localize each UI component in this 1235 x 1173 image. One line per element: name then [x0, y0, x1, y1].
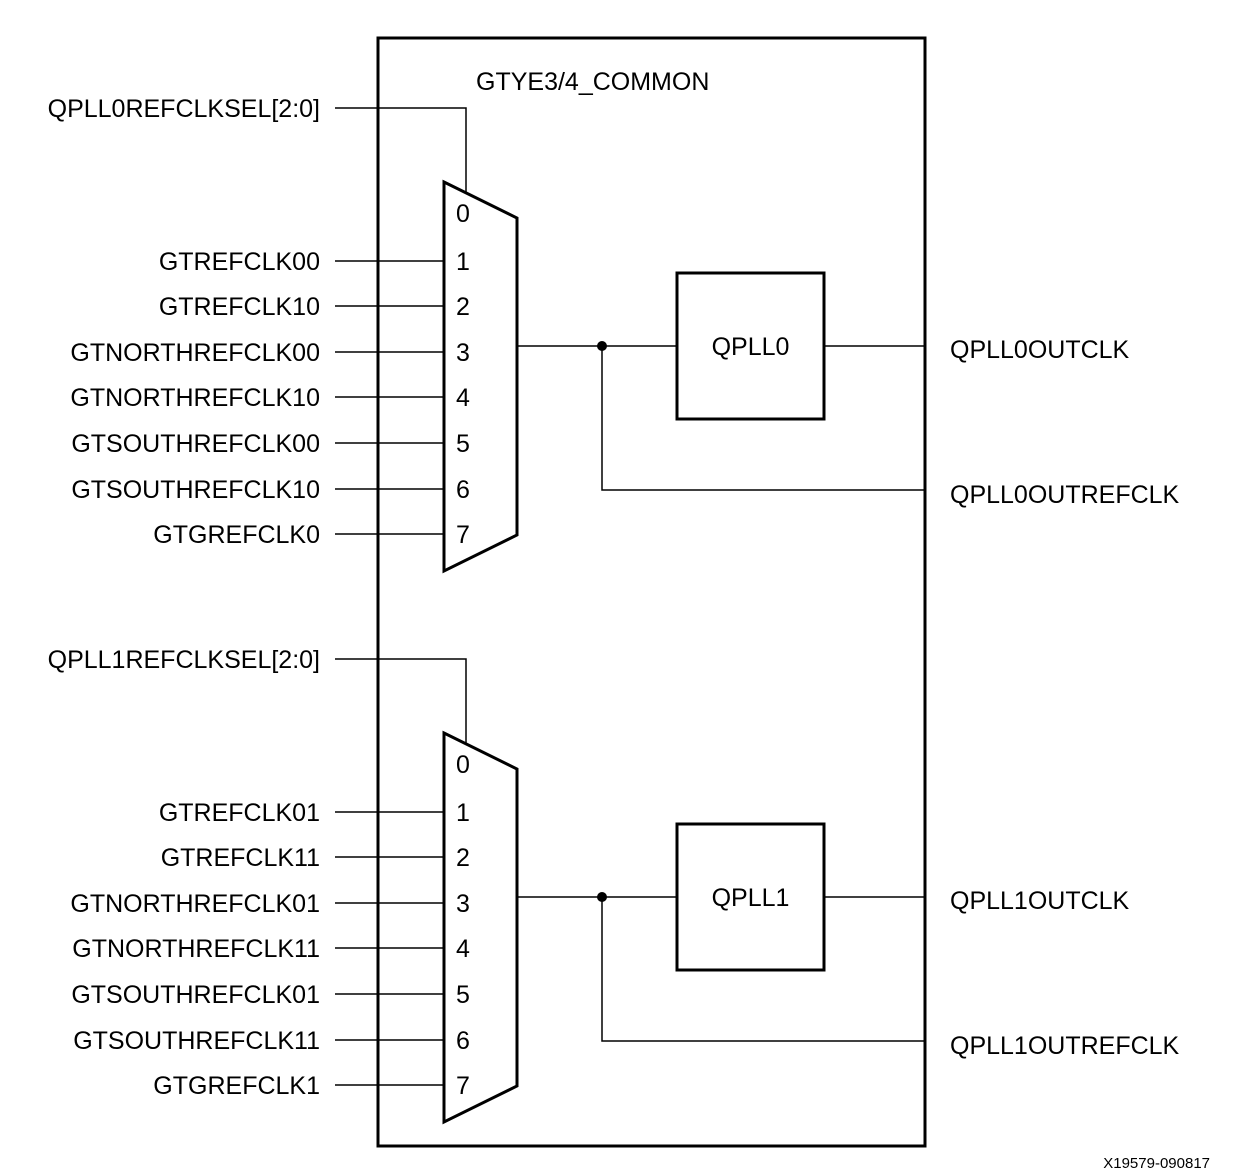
mux-port-number: 2	[456, 844, 470, 872]
mux-port-number: 5	[456, 430, 470, 458]
input-clock-label: GTGREFCLK0	[153, 521, 320, 549]
mux-port-number: 0	[456, 751, 470, 779]
mux-port-number: 0	[456, 200, 470, 228]
input-clock-label: GTGREFCLK1	[153, 1072, 320, 1100]
input-clock-label: GTREFCLK00	[159, 248, 320, 276]
out-clk-label: QPLL1OUTCLK	[950, 887, 1130, 915]
input-clock-label: GTSOUTHREFCLK10	[71, 476, 320, 504]
pll-label: QPLL0	[712, 333, 790, 361]
mux-port-number: 2	[456, 293, 470, 321]
mux-port-number: 4	[456, 935, 470, 963]
input-clock-label: GTSOUTHREFCLK11	[73, 1027, 320, 1055]
input-clock-label: GTREFCLK01	[159, 799, 320, 827]
out-refclk-label: QPLL0OUTREFCLK	[950, 481, 1180, 509]
refclk-branch-wire	[601, 346, 925, 491]
input-clock-label: GTNORTHREFCLK10	[70, 384, 320, 412]
common-block-outline	[376, 36, 927, 1148]
input-clock-label: GTSOUTHREFCLK00	[71, 430, 320, 458]
input-clock-label: GTNORTHREFCLK00	[70, 339, 320, 367]
qpll1-section: QPLL1REFCLKSEL[2:0] 0 1 2 3 4 5 6 7 GTREFCLK01GTR…	[48, 646, 1180, 1125]
input-clock-label: GTREFCLK10	[159, 293, 320, 321]
mux-port-number: 1	[456, 799, 470, 827]
input-clock-label: GTNORTHREFCLK01	[70, 890, 320, 918]
figure-id: X19579-090817	[1103, 1155, 1210, 1172]
mux-port-number: 3	[456, 339, 470, 367]
select-wire	[335, 107, 467, 193]
mux-shape	[442, 730, 519, 1125]
pll-label: QPLL1	[712, 884, 790, 912]
mux-port-number: 6	[456, 476, 470, 504]
mux-port-number: 3	[456, 890, 470, 918]
select-signal-label: QPLL1REFCLKSEL[2:0]	[48, 646, 320, 674]
mux-shape	[442, 179, 519, 574]
mux-port-number: 7	[456, 1072, 470, 1100]
mux-port-number: 4	[456, 384, 470, 412]
mux-port-number: 5	[456, 981, 470, 1009]
out-refclk-label: QPLL1OUTREFCLK	[950, 1032, 1180, 1060]
input-clock-label: GTSOUTHREFCLK01	[71, 981, 320, 1009]
out-clk-label: QPLL0OUTCLK	[950, 336, 1130, 364]
block-title: GTYE3/4_COMMON	[476, 68, 709, 96]
mux-port-number: 7	[456, 521, 470, 549]
qpll0-section: QPLL0REFCLKSEL[2:0] 0 1 2 3 4 5 6 7 GTREFCLK00GTR…	[48, 95, 1180, 574]
input-clock-label: GTNORTHREFCLK11	[72, 935, 320, 963]
mux-port-number: 6	[456, 1027, 470, 1055]
input-clock-label: GTREFCLK11	[161, 844, 320, 872]
select-signal-label: QPLL0REFCLKSEL[2:0]	[48, 95, 320, 123]
refclk-branch-wire	[601, 897, 925, 1042]
mux-port-number: 1	[456, 248, 470, 276]
select-wire	[335, 658, 467, 744]
